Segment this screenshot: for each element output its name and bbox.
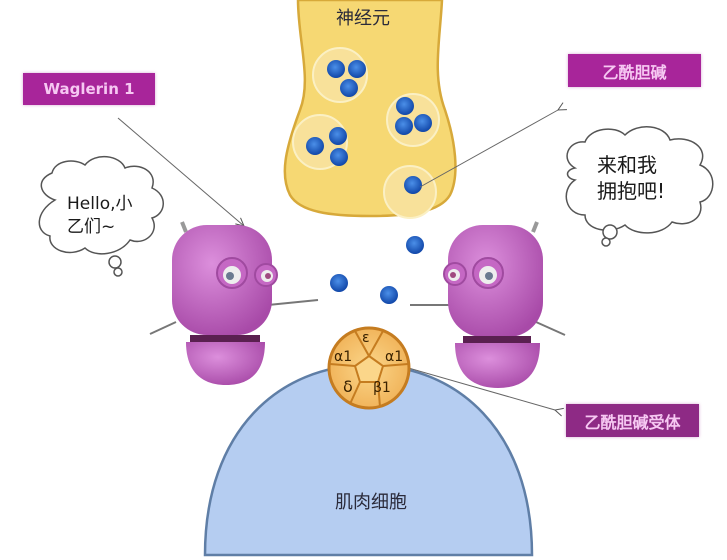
muscle-cell-label: 肌肉细胞 <box>335 492 407 513</box>
subunit-delta: δ <box>343 377 353 396</box>
neuron <box>283 0 457 219</box>
subunit-beta1: β1 <box>373 380 391 396</box>
left-thought-cloud <box>38 156 164 277</box>
subunit-alpha1-left: α1 <box>334 349 353 365</box>
right-thought-cloud <box>565 126 714 247</box>
waglerin-label: Waglerin 1 <box>23 73 155 105</box>
left-robot <box>149 221 319 385</box>
acetylcholine-molecules <box>306 60 432 304</box>
right-speech-line-1: 来和我 <box>597 153 657 177</box>
pointer-lines <box>117 110 558 410</box>
subunit-epsilon: ε <box>362 330 370 346</box>
neuron-label: 神经元 <box>336 8 390 29</box>
acetylcholine-label: 乙酰胆碱 <box>568 54 701 87</box>
right-robot <box>410 221 566 388</box>
receptor-label: 乙酰胆碱受体 <box>566 404 699 437</box>
right-speech-line-2: 拥抱吧! <box>597 179 666 203</box>
left-speech-line-2: 乙们~ <box>67 217 116 237</box>
left-speech-line-1: Hello,小 <box>67 194 133 214</box>
acetylcholine-receptor <box>327 326 411 410</box>
subunit-alpha1-right: α1 <box>385 349 404 365</box>
